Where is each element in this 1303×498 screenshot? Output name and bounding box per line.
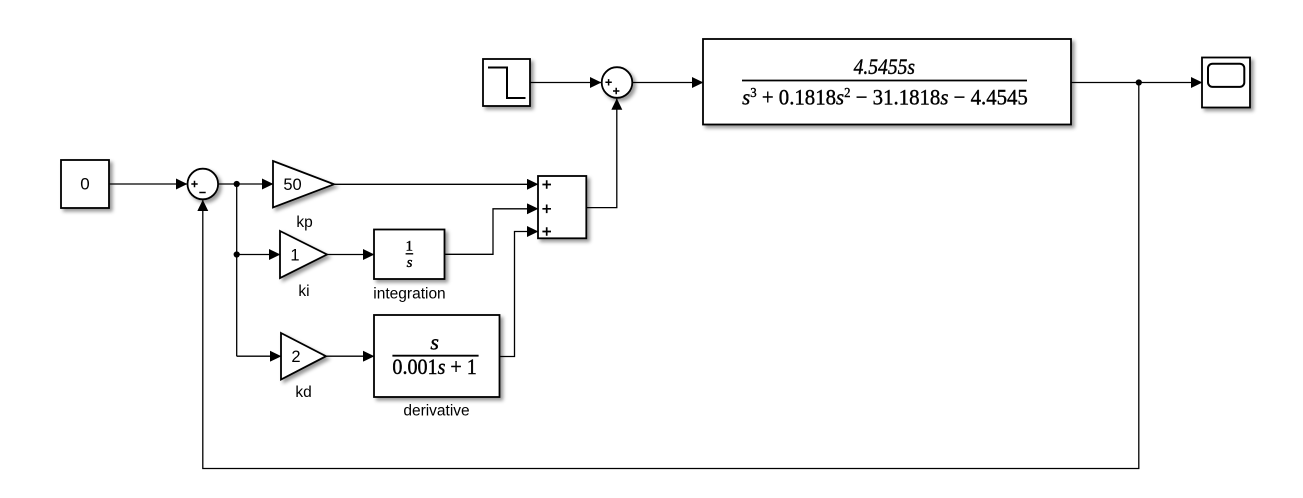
svg-text:1: 1 bbox=[290, 246, 299, 264]
svg-text:s: s bbox=[407, 255, 413, 271]
svg-text:50: 50 bbox=[283, 176, 301, 194]
svg-text:0.001s + 1: 0.001s + 1 bbox=[392, 354, 476, 379]
svg-text:1: 1 bbox=[406, 239, 414, 255]
svg-text:integration: integration bbox=[373, 285, 445, 302]
svg-text:s: s bbox=[430, 329, 439, 354]
svg-text:kd: kd bbox=[295, 384, 311, 401]
svg-text:ki: ki bbox=[298, 283, 309, 300]
svg-text:2: 2 bbox=[291, 348, 300, 366]
svg-text:4.5455s: 4.5455s bbox=[854, 54, 915, 79]
svg-text:kp: kp bbox=[296, 214, 312, 231]
svg-text:0: 0 bbox=[80, 175, 89, 194]
svg-text:s3 + 0.1818s2 − 31.1818s − 4.4: s3 + 0.1818s2 − 31.1818s − 4.4545 bbox=[742, 85, 1028, 110]
svg-text:derivative: derivative bbox=[403, 403, 469, 420]
